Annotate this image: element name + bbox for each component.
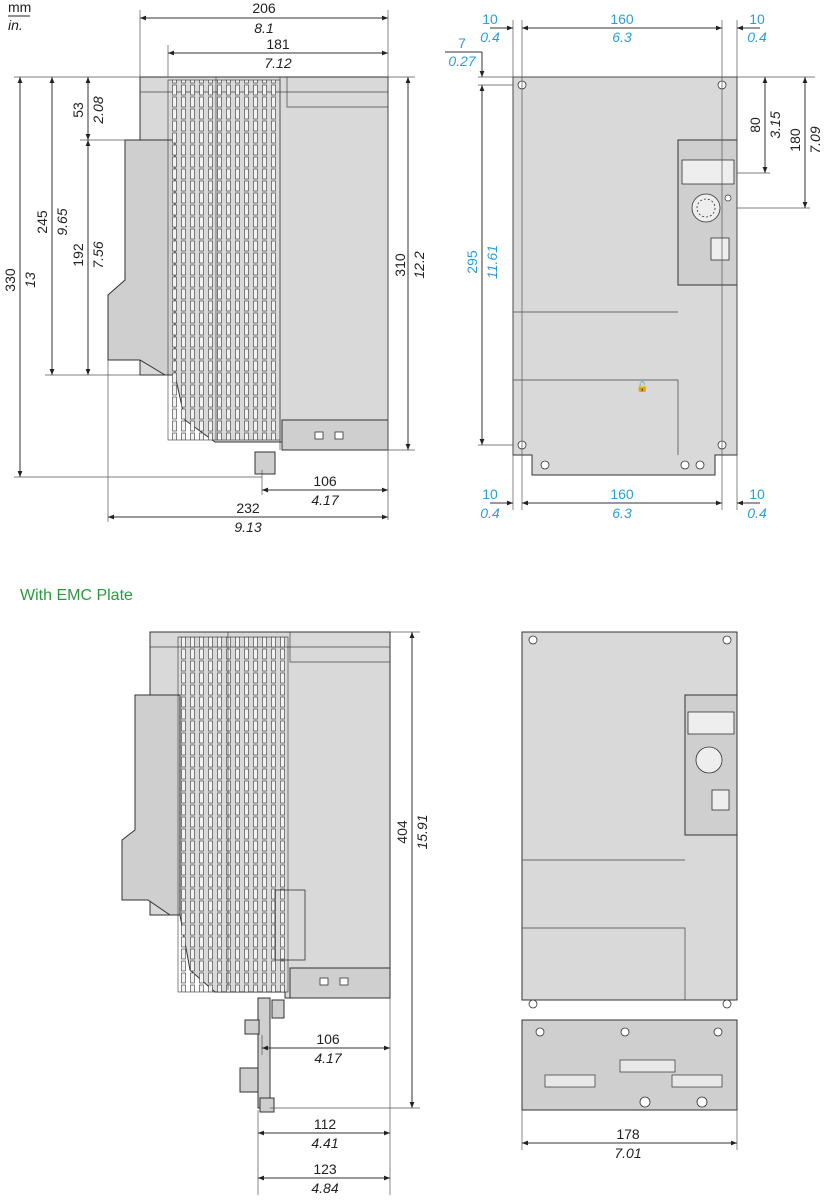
ground-foot [254,451,276,475]
emc-side-view: 404 15.91 106 4.17 112 4.41 123 4.84 [121,631,430,1196]
svg-text:6.3: 6.3 [612,505,632,521]
drive-side-housing [107,76,389,475]
svg-text:9.65: 9.65 [54,208,70,235]
side-view: 206 8.1 181 7.12 330 13 245 9.65 192 7.5… [2,0,427,535]
dimension-123: 123 4.84 [258,1161,390,1196]
display [681,159,735,185]
dimension-160-top: 160 6.3 [522,11,722,45]
dimension-178: 178 7.01 [522,1126,737,1161]
svg-text:12.2: 12.2 [411,251,427,278]
drive-front-housing-emc [521,631,738,1009]
dimension-245: 245 9.65 [34,77,70,375]
svg-text:404: 404 [394,820,410,844]
svg-text:160: 160 [610,486,634,502]
unit-in: in. [8,17,23,33]
dimension-160-bottom: 160 6.3 [522,486,722,521]
svg-text:7.01: 7.01 [614,1145,641,1161]
svg-text:4.17: 4.17 [314,1050,342,1066]
dimension-181: 181 7.12 [168,36,388,71]
dimension-310: 310 12.2 [392,77,427,450]
dimension-192: 192 7.56 [70,140,106,375]
vent-slots [167,79,281,441]
dimension-10-top-right: 10 0.4 [737,11,767,45]
svg-text:80: 80 [747,117,763,133]
dimension-10-bottom-left: 10 0.4 [480,486,513,521]
drive-side-housing-emc [121,631,391,1113]
rj45-port [710,237,730,261]
svg-text:192: 192 [70,243,86,267]
svg-text:10: 10 [482,11,498,27]
svg-text:232: 232 [236,500,260,516]
svg-text:10: 10 [482,486,498,502]
svg-text:4.17: 4.17 [311,492,339,508]
dimension-80: 80 3.15 [747,77,783,173]
dimension-106-emc: 106 4.17 [262,1031,390,1066]
svg-text:160: 160 [610,11,634,27]
dimension-10-top-left: 10 0.4 [480,11,513,45]
dimension-106: 106 4.17 [262,473,388,508]
svg-text:295: 295 [464,250,480,274]
svg-text:178: 178 [616,1126,640,1142]
emc-plate-bracket [239,997,285,1113]
svg-text:180: 180 [787,128,803,152]
svg-text:7.09: 7.09 [807,126,823,153]
dimension-53: 53 2.08 [70,77,106,140]
svg-text:2.08: 2.08 [90,96,106,124]
dimension-206: 206 8.1 [140,0,388,36]
svg-text:0.4: 0.4 [747,505,767,521]
svg-text:15.91: 15.91 [414,814,430,849]
jog-dial [691,193,721,223]
svg-text:123: 123 [313,1161,337,1177]
emc-front-view: 178 7.01 [521,631,738,1161]
dimension-7: 7 0.27 [445,35,485,77]
svg-text:4.84: 4.84 [311,1180,338,1196]
svg-text:7: 7 [458,35,466,51]
svg-text:310: 310 [392,253,408,277]
svg-text:7.12: 7.12 [264,55,291,71]
emc-plate [521,1019,738,1111]
dimension-232: 232 9.13 [108,500,388,535]
dimension-295: 295 11.61 [464,85,500,445]
display [687,711,735,735]
svg-text:0.27: 0.27 [448,53,476,69]
dimension-330: 330 13 [2,77,38,477]
svg-text:206: 206 [252,0,276,16]
front-view: 🔓 10 0.4 160 6.3 10 0.4 7 0.27 [445,11,823,521]
svg-text:10: 10 [749,11,765,27]
svg-text:7.56: 7.56 [90,241,106,268]
dimension-180: 180 7.09 [787,77,823,208]
svg-text:106: 106 [316,1031,340,1047]
svg-text:0.4: 0.4 [480,29,500,45]
svg-text:11.61: 11.61 [484,245,500,279]
svg-text:10: 10 [749,486,765,502]
jog-dial [695,746,723,774]
svg-text:330: 330 [2,268,18,292]
svg-text:0.4: 0.4 [480,505,500,521]
svg-text:106: 106 [313,473,337,489]
svg-text:0.4: 0.4 [747,29,767,45]
dimension-10-bottom-right: 10 0.4 [737,486,767,521]
units-legend: mm in. [8,0,31,33]
svg-text:9.13: 9.13 [234,519,261,535]
svg-text:181: 181 [266,36,290,52]
drive-front-housing: 🔓 [512,76,738,476]
dimension-404: 404 15.91 [394,632,430,1108]
svg-text:8.1: 8.1 [254,20,273,36]
svg-text:3.15: 3.15 [767,111,783,138]
vent-slots [177,636,289,993]
rj45-port [711,789,730,811]
lock-icon: 🔓 [636,380,648,393]
svg-text:53: 53 [70,102,86,118]
svg-text:245: 245 [34,210,50,234]
svg-text:112: 112 [314,1116,337,1132]
svg-text:4.41: 4.41 [311,1135,338,1151]
svg-text:6.3: 6.3 [612,29,632,45]
svg-text:13: 13 [22,272,38,288]
section-title: With EMC Plate [20,587,133,604]
unit-mm: mm [8,0,31,15]
dimension-112: 112 4.41 [258,1116,390,1151]
